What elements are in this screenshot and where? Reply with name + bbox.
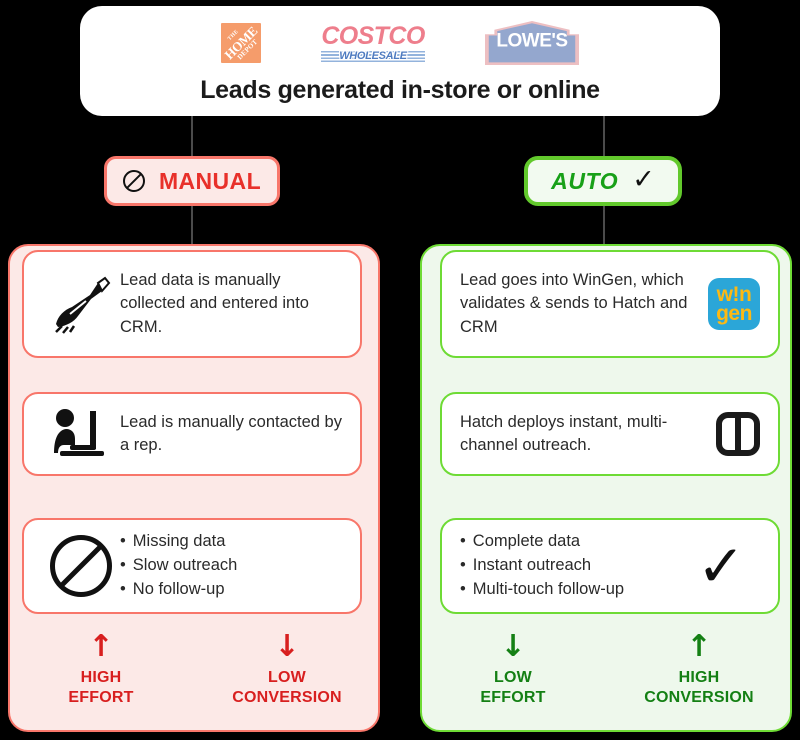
manual-outcome-conversion-label: LOW CONVERSION xyxy=(232,669,342,706)
costco-wordmark: COSTCO xyxy=(321,21,425,50)
manual-badge[interactable]: MANUAL xyxy=(104,156,280,206)
home-depot-logo-text: THE HOME DEPOT xyxy=(221,23,261,63)
auto-outcome-conversion: ↑ HIGH CONVERSION xyxy=(606,632,792,707)
hatch-logo-mark xyxy=(716,412,760,456)
arrow-up-icon: ↑ xyxy=(88,629,114,664)
manual-card-1-text: Lead data is manually collected and ente… xyxy=(120,270,309,336)
arrow-down-icon: ↓ xyxy=(274,629,300,664)
list-item: Complete data xyxy=(460,530,624,554)
connector-auto-badge-to-card1 xyxy=(603,205,605,253)
auto-card-3-list: Complete data Instant outreach Multi-tou… xyxy=(460,530,624,602)
checkmark-icon: ✓ xyxy=(682,537,760,595)
wingen-logo-line-1: w!n xyxy=(716,282,752,306)
auto-outcome-effort: ↓ LOW EFFORT xyxy=(420,632,606,707)
list-item: Multi-touch follow-up xyxy=(460,578,624,602)
connector-manual-badge-to-card1 xyxy=(191,205,193,253)
manual-card-3[interactable]: Missing data Slow outreach No follow-up xyxy=(22,518,362,614)
list-item: Slow outreach xyxy=(120,554,238,578)
auto-card-3[interactable]: Complete data Instant outreach Multi-tou… xyxy=(440,518,780,614)
auto-badge[interactable]: AUTO ✓ xyxy=(524,156,682,206)
auto-outcomes-row: ↓ LOW EFFORT ↑ HIGH CONVERSION xyxy=(420,632,792,707)
manual-card-2[interactable]: Lead is manually contacted by a rep. xyxy=(22,392,362,476)
auto-card-1[interactable]: Lead goes into WinGen, which validates &… xyxy=(440,250,780,358)
costco-stripes xyxy=(321,50,425,62)
lowes-logo: LOWE'S xyxy=(485,21,579,65)
manual-card-2-text: Lead is manually contacted by a rep. xyxy=(120,412,342,454)
costco-wholesale-text: WHOLESALE xyxy=(339,49,407,62)
manual-outcomes-row: ↑ HIGH EFFORT ↓ LOW CONVERSION xyxy=(8,632,380,707)
page-title: Leads generated in-store or online xyxy=(200,76,600,104)
list-item: Missing data xyxy=(120,530,237,554)
checkmark-glyph: ✓ xyxy=(696,532,746,600)
header-card: THE HOME DEPOT COSTCO WHOLESALE LOWE'S L… xyxy=(80,6,720,116)
manual-outcome-effort-label: HIGH EFFORT xyxy=(68,669,134,706)
costco-logo: COSTCO WHOLESALE xyxy=(321,21,425,63)
no-entry-icon xyxy=(42,535,120,597)
auto-card-1-text: Lead goes into WinGen, which validates &… xyxy=(460,270,688,336)
manual-badge-label: MANUAL xyxy=(158,167,262,194)
manual-card-1[interactable]: Lead data is manually collected and ente… xyxy=(22,250,362,358)
person-at-computer-icon xyxy=(42,407,120,461)
list-item: No follow-up xyxy=(120,578,237,602)
no-entry-shape xyxy=(50,535,112,597)
wingen-logo: w!n gen xyxy=(708,278,760,330)
arrow-up-icon: ↑ xyxy=(686,629,712,664)
hand-writing-pen-icon xyxy=(42,274,120,334)
manual-outcome-conversion: ↓ LOW CONVERSION xyxy=(194,632,380,707)
wingen-logo-tile: w!n gen xyxy=(708,278,760,330)
auto-card-2-text: Hatch deploys instant, multi-channel out… xyxy=(460,412,668,454)
wingen-logo-line-2: gen xyxy=(716,302,752,325)
list-item: Instant outreach xyxy=(460,554,624,578)
hatch-logo xyxy=(716,412,760,456)
auto-card-2[interactable]: Hatch deploys instant, multi-channel out… xyxy=(440,392,780,476)
brand-logo-row: THE HOME DEPOT COSTCO WHOLESALE LOWE'S xyxy=(221,20,579,66)
checkmark-icon: ✓ xyxy=(632,163,655,195)
home-depot-logo: THE HOME DEPOT xyxy=(221,23,261,63)
no-entry-icon xyxy=(122,170,145,192)
manual-card-3-list: Missing data Slow outreach No follow-up xyxy=(120,530,238,602)
manual-outcome-effort: ↑ HIGH EFFORT xyxy=(8,632,194,707)
connector-header-to-manual-badge xyxy=(191,116,193,158)
connector-header-to-auto-badge xyxy=(603,116,605,158)
lowes-wordmark: LOWE'S xyxy=(496,30,568,52)
auto-badge-label: AUTO xyxy=(551,167,619,194)
costco-wholesale-band: WHOLESALE xyxy=(321,50,425,63)
auto-outcome-effort-label: LOW EFFORT xyxy=(480,669,546,706)
arrow-down-icon: ↓ xyxy=(500,629,526,664)
auto-outcome-conversion-label: HIGH CONVERSION xyxy=(644,669,754,706)
